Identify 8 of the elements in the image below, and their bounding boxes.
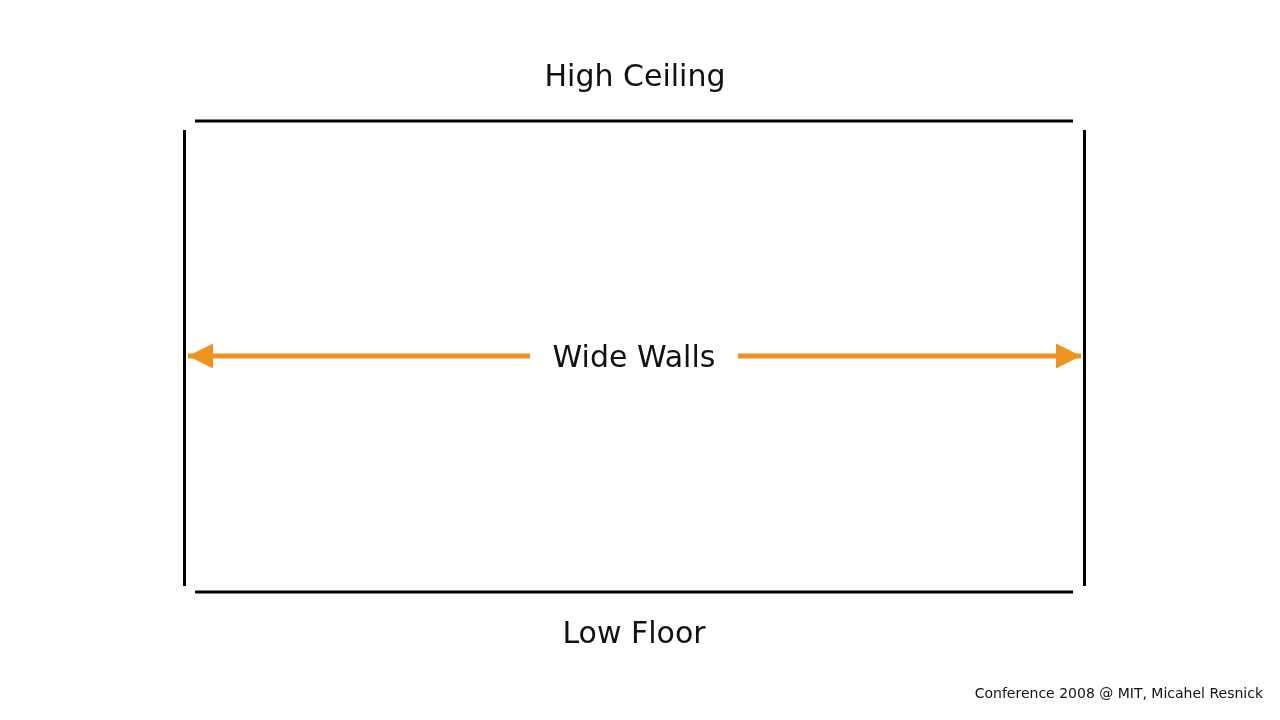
arrow <box>188 343 530 369</box>
arrow <box>738 343 1081 369</box>
floor-label: Low Floor <box>562 615 706 650</box>
ceiling-label: High Ceiling <box>544 58 726 93</box>
node-text: Wide Walls <box>552 338 716 374</box>
wall-line <box>1083 130 1086 586</box>
credit-text: Conference 2008 @ MIT, Micahel Resnick <box>974 684 1263 701</box>
wall-line <box>183 130 186 586</box>
